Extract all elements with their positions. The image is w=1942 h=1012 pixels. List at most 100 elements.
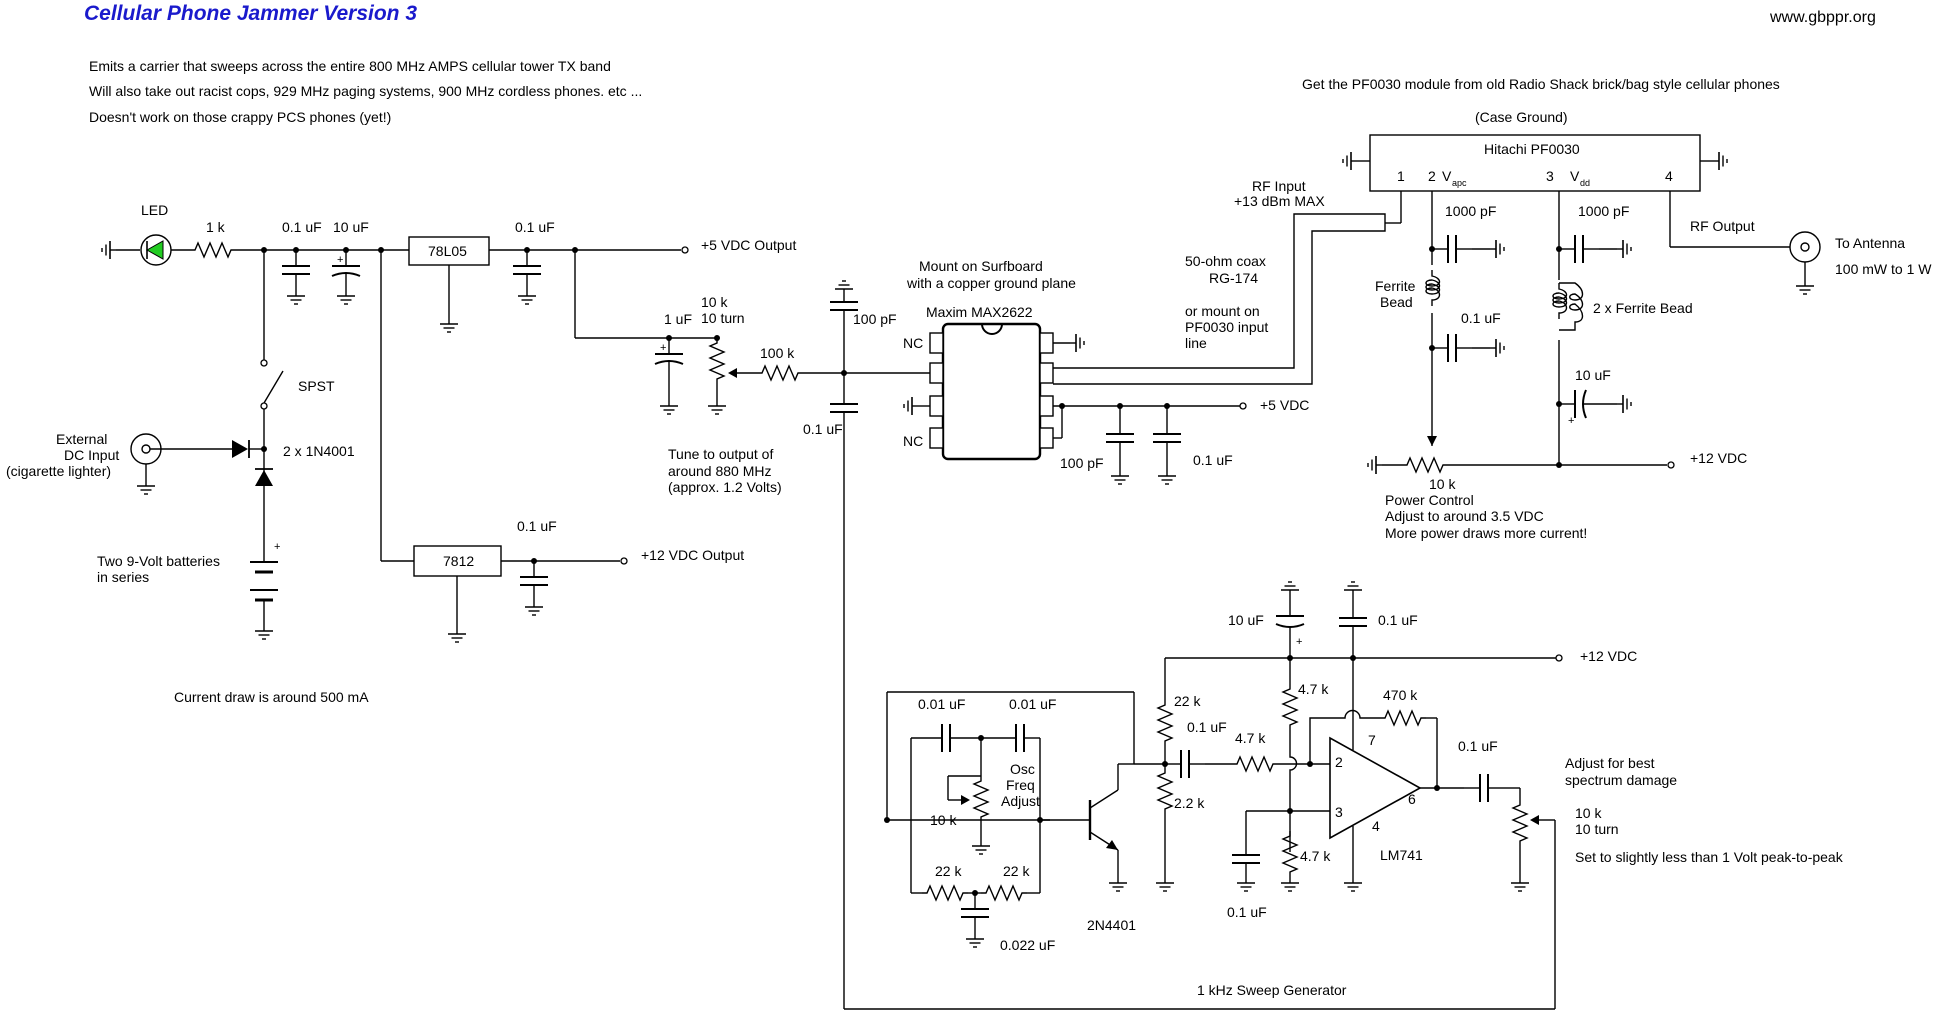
pin-4-label: 4 — [1665, 168, 1673, 184]
vco-section: 1 uF 10 k 10 turn 100 k Tune to output o… — [574, 213, 1386, 1009]
website-url: www.gbppr.org — [1769, 9, 1876, 26]
sweep-cap-001a-label: 0.01 uF — [918, 696, 965, 712]
vco-5v-label: +5 VDC — [1260, 397, 1309, 413]
osc-label-2: Freq — [1006, 777, 1035, 793]
pin-3-sweep-label: 3 — [1335, 804, 1343, 820]
battery-label-2: in series — [97, 569, 149, 585]
mount-label-2: with a copper ground plane — [906, 275, 1076, 291]
sweep-cap-10uf-label: 10 uF — [1228, 612, 1264, 628]
cap-10uf-label: 10 uF — [333, 219, 369, 235]
sweep-cap-01uf-top-label: 0.1 uF — [1378, 612, 1418, 628]
transistor-label: 2N4401 — [1087, 917, 1136, 933]
pa-module: (Case Ground) Hitachi PF0030 1 2 V apc 3… — [1234, 109, 1932, 541]
power-control-pot — [1401, 457, 1449, 473]
op-amp-lm741 — [1329, 736, 1422, 840]
resistor-470k — [1379, 710, 1427, 726]
cap-01uf-b-label: 0.1 uF — [515, 219, 555, 235]
tune-label-1: Tune to output of — [668, 446, 773, 462]
pin-2-label: 2 — [1428, 168, 1436, 184]
cap-100pf-label: 100 pF — [853, 311, 897, 327]
pin-6-sweep-label: 6 — [1408, 791, 1416, 807]
sweep-pot-label-2: 10 turn — [1575, 821, 1619, 837]
alt-label-3: line — [1185, 335, 1207, 351]
rf-input-label-1: RF Input — [1252, 178, 1306, 194]
pf0030-label: Hitachi PF0030 — [1484, 141, 1580, 157]
ext-label-2: DC Input — [64, 447, 119, 463]
spst-label: SPST — [298, 378, 335, 394]
resistor-1k — [189, 242, 237, 258]
resistor-100k-label: 100 k — [760, 345, 795, 361]
tune-label-3: (approx. 1.2 Volts) — [668, 479, 782, 495]
resistor-470k-label: 470 k — [1383, 687, 1418, 703]
sweep-12v-label: +12 VDC — [1580, 648, 1637, 664]
sweep-pot-label-1: 10 k — [1575, 805, 1602, 821]
resistor-22k-b — [980, 885, 1028, 901]
regulator-78l05 — [408, 236, 490, 266]
adjust-label-1: Adjust for best — [1565, 755, 1655, 771]
cap-10uf-pa-label: 10 uF — [1575, 367, 1611, 383]
vapc-label: V — [1442, 168, 1452, 184]
resistor-22k-b-label: 22 k — [1003, 863, 1030, 879]
pin-4-sweep-label: 4 — [1372, 818, 1380, 834]
cap-01uf-vco-label: 0.1 uF — [803, 421, 843, 437]
ext-label-1: External — [56, 431, 107, 447]
vdd-label: V — [1570, 168, 1580, 184]
note-line-1: Emits a carrier that sweeps across the e… — [89, 58, 611, 74]
diode-icon — [255, 470, 273, 486]
pa-12v-label: +12 VDC — [1690, 450, 1747, 466]
power-control-label-2: Adjust to around 3.5 VDC — [1385, 508, 1544, 524]
alt-label-2: PF0030 input — [1185, 319, 1268, 335]
current-draw-label: Current draw is around 500 mA — [174, 689, 369, 705]
pin-1-label: 1 — [1397, 168, 1405, 184]
nc-label-2: NC — [903, 433, 923, 449]
out-5v-label: +5 VDC Output — [701, 237, 796, 253]
coax-label-2: RG-174 — [1209, 270, 1258, 286]
ferrite-label-2: Bead — [1380, 294, 1413, 310]
cap-1000pf-b-label: 1000 pF — [1578, 203, 1629, 219]
tuning-pot — [709, 337, 725, 385]
rf-output-label: RF Output — [1690, 218, 1755, 234]
resistor-2k2-label: 2.2 k — [1174, 795, 1205, 811]
note-line-2: Will also take out racist cops, 929 MHz … — [89, 83, 642, 99]
mount-label-1: Mount on Surfboard — [919, 258, 1043, 274]
set-level-label: Set to slightly less than 1 Volt peak-to… — [1575, 849, 1844, 865]
svg-text:+: + — [1296, 636, 1302, 648]
tune-label-2: around 880 MHz — [668, 463, 772, 479]
pf0030-module — [1369, 134, 1701, 192]
sweep-cap-001b-label: 0.01 uF — [1009, 696, 1056, 712]
sweep-cap-01c-label: 0.1 uF — [1187, 719, 1227, 735]
cap-01uf-d-label: 0.1 uF — [1193, 452, 1233, 468]
resistor-4k7-c-label: 4.7 k — [1300, 848, 1331, 864]
regulator-7812-label: 7812 — [443, 553, 474, 569]
battery-icon — [250, 561, 278, 602]
antenna-power-label: 100 mW to 1 W — [1835, 261, 1932, 277]
pin-3-label: 3 — [1546, 168, 1554, 184]
led-label: LED — [141, 202, 168, 218]
pin-7-sweep-label: 7 — [1368, 732, 1376, 748]
opamp-label: LM741 — [1380, 847, 1423, 863]
resistor-22k-a — [921, 885, 969, 901]
osc-freq-pot — [973, 775, 989, 823]
resistor-4k7-b — [1282, 683, 1298, 731]
transistor-2n4401 — [1088, 789, 1119, 851]
ferrite-2x-label: 2 x Ferrite Bead — [1593, 300, 1693, 316]
pin-2-sweep-label: 2 — [1335, 754, 1343, 770]
ferrite-bead-icon — [1551, 280, 1584, 340]
module-note: Get the PF0030 module from old Radio Sha… — [1302, 76, 1780, 92]
sweep-cap-022-label: 0.022 uF — [1000, 937, 1055, 953]
antenna-label: To Antenna — [1835, 235, 1905, 251]
cap-1000pf-a-label: 1000 pF — [1445, 203, 1496, 219]
vapc-sub-label: apc — [1452, 178, 1467, 188]
sweep-cap-01d-label: 0.1 uF — [1227, 904, 1267, 920]
note-line-3: Doesn't work on those crappy PCS phones … — [89, 109, 391, 125]
vdd-sub-label: dd — [1580, 178, 1590, 188]
out-12v-label: +12 VDC Output — [641, 547, 744, 563]
osc-pot-label: 10 k — [930, 812, 957, 828]
ferrite-label-1: Ferrite — [1375, 278, 1416, 294]
coax-label-1: 50-ohm coax — [1185, 253, 1266, 269]
sweep-generator: +12 VDC + 10 uF 0.1 uF 0.01 uF 0.01 uF O… — [844, 581, 1844, 1010]
resistor-4k7-a — [1231, 756, 1279, 772]
sweep-cap-out-label: 0.1 uF — [1458, 738, 1498, 754]
resistor-4k7-a-label: 4.7 k — [1235, 730, 1266, 746]
